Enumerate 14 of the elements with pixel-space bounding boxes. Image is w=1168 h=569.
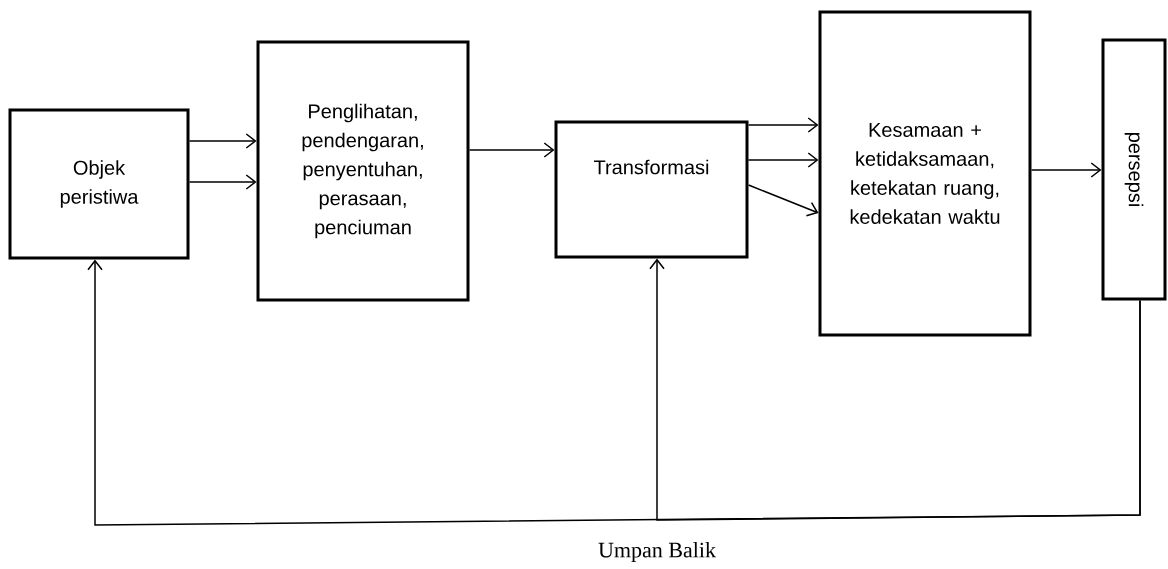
process-box: Penglihatan, pendengaran, penyentuhan, perasaan, penciuman <box>256 40 470 302</box>
caption-label: Umpan Balik <box>598 542 716 562</box>
arrow <box>747 117 819 133</box>
arrow <box>747 152 819 168</box>
arrow <box>188 174 257 190</box>
process-box: Kesamaan + ketidaksamaan, ketekatan ruang, kedekatan waktu <box>818 10 1032 337</box>
process-box: Objek peristiwa <box>8 108 190 260</box>
arrow <box>188 133 257 149</box>
arrow <box>468 142 555 158</box>
arrow <box>1030 162 1102 178</box>
process-box: Transformasi <box>554 120 749 259</box>
process-box: persepsi <box>1101 38 1167 301</box>
arrow <box>649 258 1141 521</box>
arrow <box>747 184 819 217</box>
